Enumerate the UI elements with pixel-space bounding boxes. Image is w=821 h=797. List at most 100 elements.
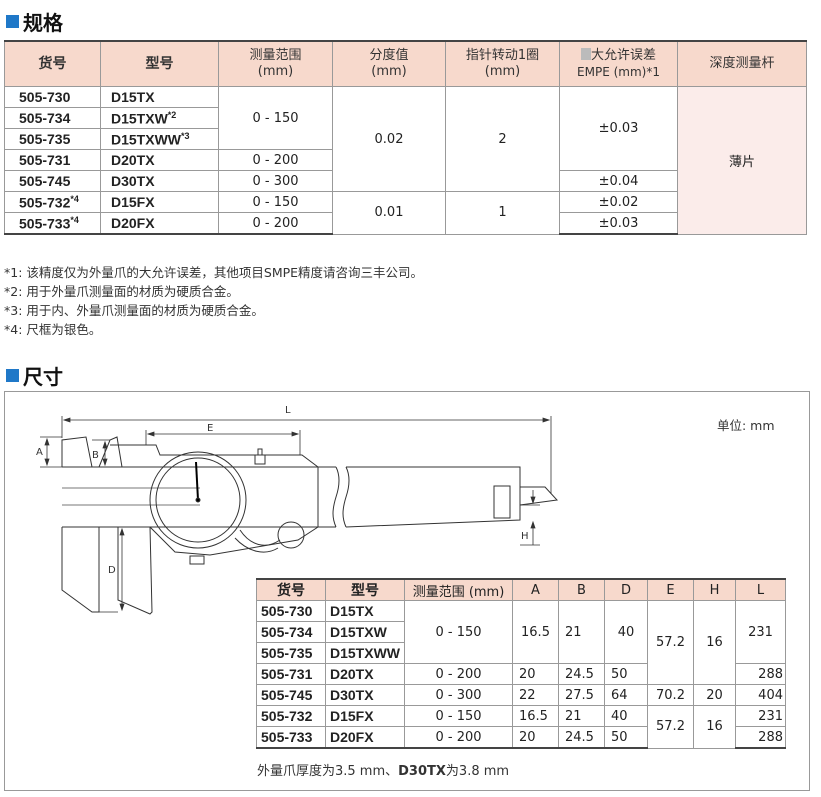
cell-code: 505-734 — [4, 107, 101, 129]
dim-hdr-B: B — [558, 578, 605, 601]
cell-E: 57.2 — [647, 600, 694, 685]
dim-hdr-E: E — [647, 578, 694, 601]
cell-code: 505-734 — [256, 621, 326, 643]
cell-E: 70.2 — [647, 684, 694, 706]
note-3: *3: 用于内、外量爪测量面的材质为硬质合金。 — [4, 303, 264, 318]
cell-code: 505-735 — [256, 642, 326, 664]
cell-H: 16 — [693, 705, 736, 749]
cell-code: 505-731 — [4, 149, 101, 171]
cell-E: 57.2 — [647, 705, 694, 749]
spec-section-title: 规格 — [6, 7, 63, 36]
section-square-icon — [6, 369, 19, 382]
dim-hdr-L: L — [735, 578, 786, 601]
cell-error: ±0.02 — [559, 191, 678, 213]
cell-H: 16 — [693, 600, 736, 685]
dim-section-title: 尺寸 — [6, 361, 63, 390]
cell-pointer: 1 — [445, 191, 560, 235]
cell-code: 505-732*4 — [4, 191, 101, 213]
cell-A: 16.5 — [512, 705, 559, 727]
cell-model: D15TX — [325, 600, 405, 622]
cell-range: 0 - 150 — [218, 86, 333, 150]
section-square-icon — [6, 15, 19, 28]
cell-code: 505-730 — [4, 86, 101, 108]
dim-footnote: 外量爪厚度为3.5 mm、D30TX为3.8 mm — [257, 760, 509, 779]
cell-D: 40 — [604, 600, 648, 664]
dimension-table: 货号 型号 测量范围 (mm) A B D E H L 505-730 D15T… — [256, 578, 786, 749]
label-B: B — [92, 450, 99, 461]
cell-range: 0 - 150 — [404, 600, 513, 664]
footnote-pre: 外量爪厚度为3.5 mm、 — [257, 764, 399, 779]
cell-resolution: 0.02 — [332, 86, 446, 192]
label-D: D — [108, 565, 116, 576]
cell-range: 0 - 150 — [404, 705, 513, 727]
cell-model: D15TXW — [325, 621, 405, 643]
cell-B: 27.5 — [558, 684, 605, 706]
cell-D: 50 — [604, 663, 648, 685]
cell-code: 505-730 — [256, 600, 326, 622]
cell-D: 64 — [604, 684, 648, 706]
cell-D: 50 — [604, 726, 648, 749]
cell-L: 288 — [735, 726, 786, 749]
table-row: 505-731 D20TX 0 - 200 20 24.5 50 288 — [256, 663, 786, 685]
cell-error: ±0.03 — [559, 212, 678, 235]
table-row: 505-732 D15FX 0 - 150 16.5 21 40 57.2 16… — [256, 705, 786, 749]
label-E: E — [207, 423, 213, 434]
dim-hdr-model: 型号 — [325, 578, 405, 601]
cell-code: 505-745 — [256, 684, 326, 706]
label-H: H — [521, 531, 529, 542]
cell-H: 20 — [693, 684, 736, 706]
dimension-frame — [4, 391, 810, 791]
cell-code: 505-731 — [256, 663, 326, 685]
cell-code: 505-745 — [4, 170, 101, 192]
table-row: 505-735 D15TXWW — [256, 642, 786, 664]
hdr-depth: 深度测量杆 — [677, 40, 807, 87]
hdr-resolution: 分度值(mm) — [332, 40, 446, 87]
blurred-char — [580, 47, 591, 60]
dim-hdr-A: A — [512, 578, 559, 601]
cell-A: 16.5 — [512, 600, 559, 664]
cell-code: 505-733*4 — [4, 212, 101, 235]
cell-model: D15TXWW*3 — [100, 128, 219, 150]
cell-L: 288 — [735, 663, 786, 685]
cell-A: 20 — [512, 663, 559, 685]
dim-hdr-range: 测量范围 (mm) — [404, 578, 513, 601]
cell-model: D15FX — [325, 705, 405, 727]
table-row: 505-745 D30TX 0 - 300 ±0.04 — [4, 170, 807, 192]
cell-model: D20TX — [325, 663, 405, 685]
cell-B: 24.5 — [558, 726, 605, 749]
cell-model: D15TXWW — [325, 642, 405, 664]
cell-range: 0 - 200 — [218, 212, 333, 235]
cell-B: 21 — [558, 705, 605, 727]
footnote-post: 为3.8 mm — [445, 764, 510, 779]
cell-A: 22 — [512, 684, 559, 706]
cell-range: 0 - 300 — [218, 170, 333, 192]
cell-D: 40 — [604, 705, 648, 727]
spec-title-text: 规格 — [23, 11, 63, 35]
label-L: L — [285, 405, 291, 416]
cell-model: D30TX — [325, 684, 405, 706]
cell-range: 0 - 200 — [404, 663, 513, 685]
cell-A: 20 — [512, 726, 559, 749]
cell-error: ±0.03 — [559, 86, 678, 171]
dim-hdr-D: D — [604, 578, 648, 601]
note-1: *1: 该精度仅为外量爪的大允许误差，其他项目SMPE精度请咨询三丰公司。 — [4, 265, 424, 280]
table-row: 505-733 D20FX 0 - 200 20 24.5 50 288 — [256, 726, 786, 749]
cell-L: 404 — [735, 684, 786, 706]
dim-hdr-H: H — [693, 578, 736, 601]
cell-L: 231 — [735, 705, 786, 727]
cell-code: 505-732 — [256, 705, 326, 727]
cell-code: 505-735 — [4, 128, 101, 150]
table-row: 505-732*4 D15FX 0 - 150 0.01 1 ±0.02 — [4, 191, 807, 235]
hdr-pointer: 指针转动1圈(mm) — [445, 40, 560, 87]
note-2: *2: 用于外量爪测量面的材质为硬质合金。 — [4, 284, 239, 299]
cell-model: D15TX — [100, 86, 219, 108]
unit-label: 单位: mm — [717, 418, 775, 433]
cell-code: 505-733 — [256, 726, 326, 749]
cell-B: 21 — [558, 600, 605, 664]
cell-model: D20FX — [100, 212, 219, 235]
cell-resolution: 0.01 — [332, 191, 446, 235]
cell-range: 0 - 300 — [404, 684, 513, 706]
